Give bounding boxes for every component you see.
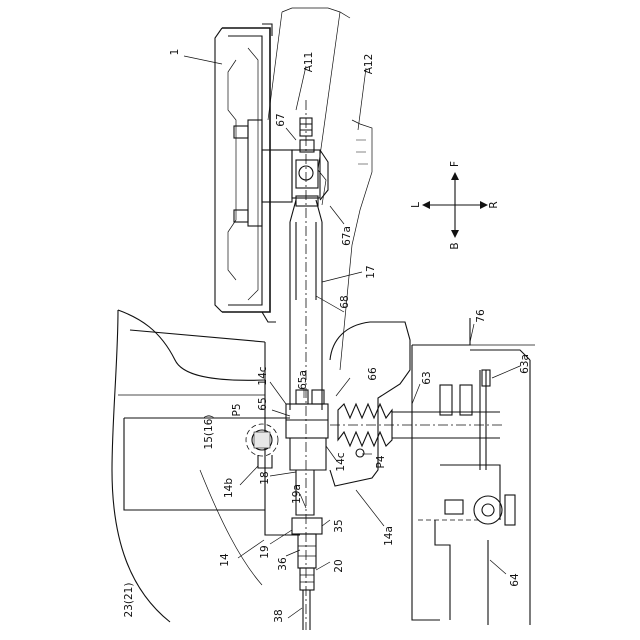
rose-left-label: L: [410, 202, 422, 208]
direction-rose: F B L R: [410, 161, 500, 250]
label-15-16: 15(16): [203, 415, 215, 450]
label-p4: P4: [375, 455, 387, 468]
label-1: 1: [169, 49, 181, 56]
label-a11: A11: [303, 52, 315, 73]
label-38: 38: [273, 609, 285, 622]
label-63: 63: [421, 371, 433, 384]
label-17: 17: [365, 265, 377, 278]
label-76: 76: [475, 309, 487, 323]
label-66: 66: [367, 367, 379, 381]
cover-assembly: [215, 24, 276, 322]
label-65: 65: [257, 397, 269, 410]
label-20: 20: [333, 559, 345, 572]
label-68: 68: [339, 295, 351, 308]
rose-down-label: B: [449, 242, 461, 249]
label-65a: 65a: [297, 370, 309, 390]
label-67: 67: [275, 113, 287, 126]
upper-bracket: [262, 118, 328, 206]
rose-up-label: F: [449, 161, 461, 167]
label-14b: 14b: [223, 478, 235, 498]
label-14c-mid: 14c: [335, 452, 347, 471]
rose-right-label: R: [488, 201, 500, 208]
label-67a: 67a: [341, 226, 353, 246]
label-19a: 19a: [291, 484, 303, 504]
label-23-21: 23(21): [123, 583, 135, 618]
label-35: 35: [333, 519, 345, 532]
label-p5: P5: [231, 403, 243, 416]
label-a12: A12: [363, 54, 375, 75]
label-63a: 63a: [519, 354, 531, 374]
label-36: 36: [277, 557, 289, 571]
label-14c-top: 14c: [257, 366, 269, 385]
label-14: 14: [219, 553, 231, 567]
label-14a: 14a: [383, 526, 395, 546]
lower-mechanism: [286, 322, 410, 515]
label-64: 64: [509, 573, 521, 587]
label-19: 19: [259, 545, 271, 558]
label-18: 18: [259, 471, 271, 484]
pin-15: [246, 424, 278, 468]
